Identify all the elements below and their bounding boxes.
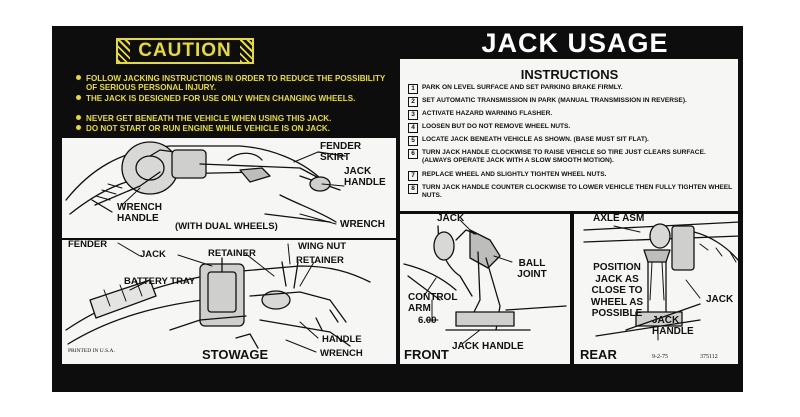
label-front-jack-handle: JACK HANDLE (452, 341, 524, 352)
label-front-jack: JACK (437, 213, 465, 224)
label-front: FRONT (404, 347, 449, 362)
label-wrench-handle: WRENCH HANDLE (117, 202, 162, 224)
label-wing-nut: WING NUT (298, 241, 347, 252)
label-retainer-2: RETAINER (296, 255, 344, 266)
printed-in-usa: PRINTED IN U.S.A. (68, 348, 115, 354)
caution-item: THE JACK IS DESIGNED FOR USE ONLY WHEN C… (76, 94, 396, 103)
caution-item: FOLLOW JACKING INSTRUCTIONS IN ORDER TO … (76, 74, 396, 92)
label-control-arm: CONTROL ARM (408, 292, 458, 314)
label-fender: FENDER (68, 239, 108, 250)
label-rear: REAR (580, 347, 617, 362)
caution-item: NEVER GET BENEATH THE VEHICLE WHEN USING… (76, 114, 396, 123)
instructions-panel (400, 59, 738, 211)
label-stowage: STOWAGE (202, 347, 269, 362)
print-date: 9-2-75 (652, 354, 668, 360)
hazard-stripe-icon (118, 40, 130, 62)
label-handle: HANDLE (322, 334, 362, 345)
label-dimension: 6.00 (418, 315, 437, 326)
label-retainer: RETAINER (208, 248, 256, 259)
stowage-drawing (65, 257, 371, 349)
page-title: JACK USAGE (481, 28, 669, 58)
dual-wheels-drawing (65, 141, 346, 223)
label-jack-handle: JACK HANDLE (344, 166, 386, 188)
label-fender-skirt: FENDER SKIRT (320, 141, 362, 163)
label-ball-joint: BALL JOINT (517, 258, 547, 280)
label-jack: JACK (140, 249, 166, 260)
caution-title: CAUTION (138, 40, 232, 61)
label-rear-jack-handle: JACK HANDLE (652, 315, 694, 337)
front-jack-drawing (403, 225, 567, 331)
rear-jack-drawing (583, 221, 741, 337)
label-position-jack: POSITION JACK AS CLOSE TO WHEEL AS POSSI… (590, 262, 644, 319)
caution-item: DO NOT START OR RUN ENGINE WHILE VEHICLE… (76, 124, 396, 133)
label-wrench-stowage: WRENCH (320, 348, 363, 359)
label-axle-asm: AXLE ASM (593, 213, 645, 224)
label-rear-jack: JACK (706, 294, 734, 305)
part-number: 375112 (700, 354, 718, 360)
leader-lines (117, 151, 701, 353)
label-battery-tray: BATTERY TRAY (124, 276, 196, 287)
instructions-title: INSTRUCTIONS (520, 67, 619, 82)
caution-badge: CAUTION (116, 38, 254, 64)
label-wrench: WRENCH (340, 219, 385, 230)
label-with-dual-wheels: (WITH DUAL WHEELS) (175, 221, 278, 232)
hazard-stripe-icon (240, 40, 252, 62)
